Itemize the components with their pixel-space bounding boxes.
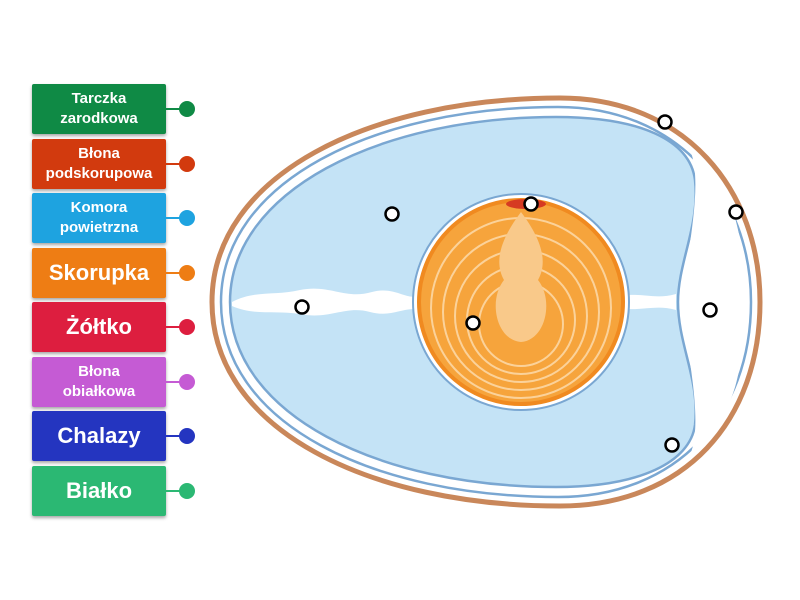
egg-shell (209, 95, 763, 509)
label-text: Żółtko (66, 314, 132, 339)
label-line: zarodkowa (60, 110, 138, 127)
label-item: Skorupka (32, 248, 198, 298)
drop-target-shell-top[interactable] (657, 114, 673, 130)
outer-membrane (219, 105, 753, 499)
label-pin[interactable] (179, 428, 195, 444)
label-connector (166, 217, 186, 219)
label-item: Tarczka zarodkowa (32, 84, 198, 134)
label-text: Tarczka zarodkowa (60, 89, 138, 129)
label-pin[interactable] (179, 265, 195, 281)
drop-target-air-cell[interactable] (702, 302, 718, 318)
label-pin[interactable] (179, 483, 195, 499)
air-cell (684, 150, 744, 455)
label-item: Komora powietrzna (32, 193, 198, 243)
label-connector (166, 272, 186, 274)
label-connector (166, 108, 186, 110)
label-text: Skorupka (48, 260, 150, 285)
label-item: Żółtko (32, 302, 198, 352)
label-komora-powietrzna[interactable]: Komora powietrzna (32, 193, 166, 243)
label-blona-podskorupowa[interactable]: Błona podskorupowa (32, 139, 166, 189)
label-item: Błona podskorupowa (32, 139, 198, 189)
label-item: Błona obiałkowa (32, 357, 198, 407)
label-text: Komora powietrzna (60, 198, 138, 238)
label-pin[interactable] (179, 319, 195, 335)
drop-target-membrane-right[interactable] (728, 204, 744, 220)
label-pin[interactable] (179, 156, 195, 172)
drop-target-inner-membrane[interactable] (664, 437, 680, 453)
label-text: Białko (65, 478, 133, 503)
chalaza-left (232, 288, 418, 316)
label-connector (166, 490, 186, 492)
drop-target-yolk[interactable] (465, 315, 481, 331)
drop-targets (294, 114, 744, 453)
latebra (495, 212, 547, 342)
chalaza-right (622, 294, 676, 310)
label-bialko[interactable]: Białko (32, 466, 166, 516)
label-text: Chalazy (57, 423, 141, 448)
label-connector (166, 381, 186, 383)
label-zoltko[interactable]: Żółtko (32, 302, 166, 352)
label-text: Błona podskorupowa (46, 144, 153, 184)
drop-target-germinal-disc[interactable] (523, 196, 539, 212)
label-line: Tarczka (71, 90, 127, 107)
label-line: obiałkowa (62, 383, 136, 400)
label-pin[interactable] (179, 101, 195, 117)
label-line: Komora (70, 199, 128, 216)
drop-target-albumen[interactable] (384, 206, 400, 222)
label-pin[interactable] (179, 374, 195, 390)
label-line: powietrzna (59, 219, 139, 236)
label-line: podskorupowa (45, 165, 153, 182)
label-connector (166, 326, 186, 328)
label-item: Białko (32, 466, 198, 516)
label-text: Błona obiałkowa (63, 362, 136, 402)
drop-target-chalaza[interactable] (294, 299, 310, 315)
label-item: Chalazy (32, 411, 198, 461)
label-pin[interactable] (179, 210, 195, 226)
label-tarczka-zarodkowa[interactable]: Tarczka zarodkowa (32, 84, 166, 134)
label-line: Błona (78, 363, 120, 380)
label-skorupka[interactable]: Skorupka (32, 248, 166, 298)
label-blona-obialkowa[interactable]: Błona obiałkowa (32, 357, 166, 407)
label-connector (166, 435, 186, 437)
label-connector (166, 163, 186, 165)
label-line: Błona (78, 145, 120, 162)
label-chalazy[interactable]: Chalazy (32, 411, 166, 461)
